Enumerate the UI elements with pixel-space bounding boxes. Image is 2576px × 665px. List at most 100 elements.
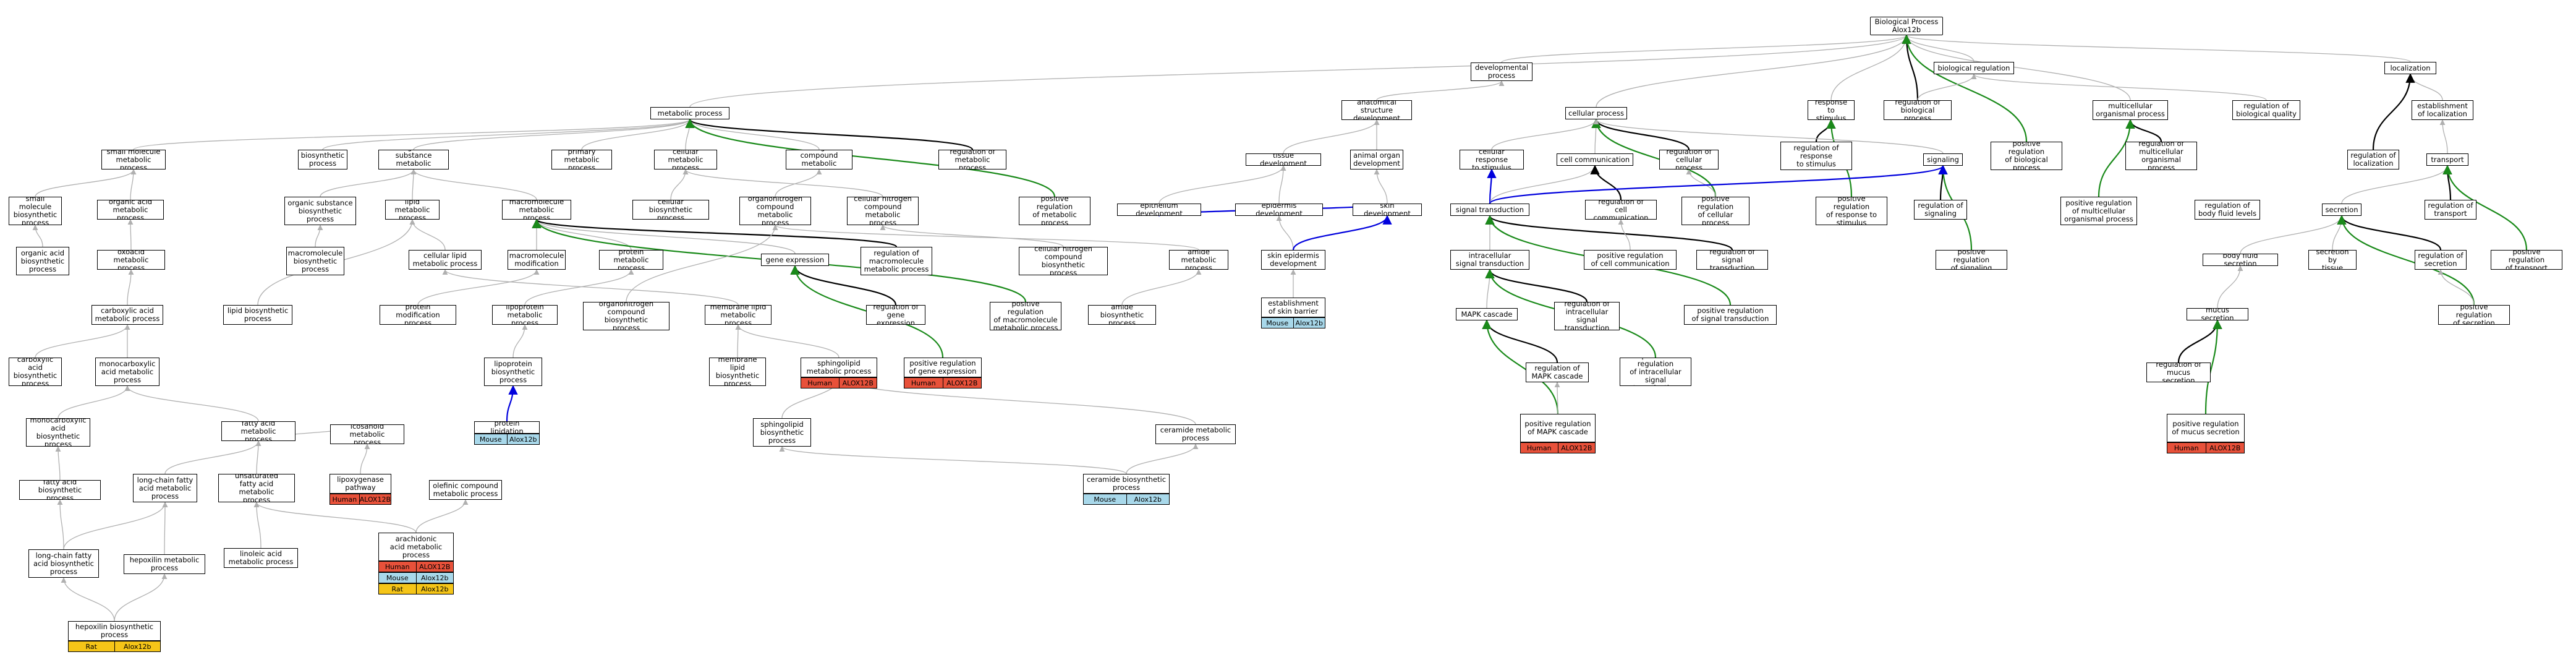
go-term-carbacidbio[interactable]: carboxylic acid biosynthetic process [9, 358, 62, 386]
go-term-regcellproc[interactable]: regulation of cellular process [1659, 150, 1719, 169]
go-term-orgsubst[interactable]: organic substance metabolic process [378, 150, 449, 169]
go-term-secbytissue[interactable]: secretion by tissue [2308, 250, 2357, 270]
go-term-lipoprotmet[interactable]: lipoprotein metabolic process [492, 305, 558, 325]
go-term-regmet[interactable]: regulation of metabolic process [938, 150, 1006, 169]
go-term-cellmet[interactable]: cellular metabolic process [654, 150, 717, 169]
go-term-tissuedev[interactable]: tissue development [1246, 153, 1321, 166]
go-term-regsigtrans[interactable]: regulation of signal transduction [1696, 250, 1768, 270]
go-term-lipidbio[interactable]: lipid biosynthetic process [223, 305, 292, 325]
go-term-signaling[interactable]: signaling [1923, 153, 1963, 166]
go-term-smallmolbio[interactable]: small molecule biosynthetic process [9, 197, 62, 225]
go-term-secretion[interactable]: secretion [2322, 204, 2361, 216]
go-term-regbodyfluid[interactable]: regulation of body fluid levels [2195, 200, 2260, 220]
go-term-posregtrans[interactable]: positive regulation of transport [2491, 250, 2562, 270]
go-term-cellnitrobio[interactable]: cellular nitrogen compound biosynthetic … [1019, 247, 1108, 275]
go-term-proteinmet[interactable]: protein metabolic process [599, 250, 663, 270]
go-term-bp[interactable]: Biological Process Alox12b [1870, 17, 1943, 35]
go-term-mucus[interactable]: mucus secretion [2187, 308, 2248, 320]
go-term-lipoxygenase[interactable]: lipoxygenase pathway [329, 474, 391, 494]
go-term-macromet[interactable]: macromolecule metabolic process [502, 200, 571, 220]
go-term-estskin[interactable]: establishment of skin barrier [1261, 298, 1325, 317]
go-term-mapk[interactable]: MAPK cascade [1456, 308, 1518, 320]
go-term-skindev[interactable]: skin development [1353, 204, 1422, 216]
go-term-arachidonic[interactable]: arachidonic acid metabolic process [378, 533, 454, 561]
go-term-orgacid[interactable]: organic acid metabolic process [97, 200, 164, 220]
go-term-regsignaling[interactable]: regulation of signaling [1914, 200, 1967, 220]
go-term-monocarbbio[interactable]: monocarboxylic acid biosynthetic process [26, 418, 90, 447]
go-term-posregcomm[interactable]: positive regulation of cell communicatio… [1584, 250, 1677, 270]
go-term-sigtrans[interactable]: signal transduction [1450, 204, 1529, 216]
go-term-posregsig[interactable]: positive regulation of signaling [1936, 250, 2007, 270]
go-term-posregmet[interactable]: positive regulation of metabolic process [1019, 197, 1090, 225]
go-term-amidemet[interactable]: amide metabolic process [1169, 250, 1228, 270]
go-term-estloc[interactable]: establishment of localization [2412, 100, 2473, 120]
go-term-lipoprotbio[interactable]: lipoprotein biosynthetic process [484, 358, 542, 386]
go-term-regge[interactable]: regulation of gene expression [866, 305, 925, 325]
go-term-hepoxilinbio[interactable]: hepoxilin biosynthetic process [68, 621, 161, 641]
go-term-carboxacid[interactable]: carboxylic acid metabolic process [91, 305, 163, 325]
go-term-animorgan[interactable]: animal organ development [1350, 150, 1403, 169]
go-term-regsecretion[interactable]: regulation of secretion [2415, 250, 2467, 270]
go-term-ceramidebio[interactable]: ceramide biosynthetic process [1083, 474, 1170, 494]
go-term-posregintra[interactable]: positive regulation of intracellular sig… [1620, 358, 1691, 386]
go-term-regmulti[interactable]: regulation of multicellular organismal p… [2125, 142, 2197, 170]
go-term-metproc[interactable]: metabolic process [650, 107, 729, 119]
go-term-fattyacidmet[interactable]: fatty acid metabolic process [221, 421, 295, 441]
go-term-posregresp[interactable]: positive regulation of response to stimu… [1816, 197, 1887, 225]
go-term-organonitro[interactable]: organonitrogen compound metabolic proces… [739, 197, 811, 225]
go-term-ceramidemet[interactable]: ceramide metabolic process [1155, 424, 1236, 444]
go-term-bodyfluid[interactable]: body fluid secretion [2203, 254, 2278, 266]
go-term-regmacro[interactable]: regulation of macromolecule metabolic pr… [861, 247, 932, 275]
go-term-cellcomm[interactable]: cell communication [1557, 153, 1633, 166]
go-term-fattyacidbio[interactable]: fatty acid biosynthetic process [19, 480, 101, 500]
go-term-regloc[interactable]: regulation of localization [2347, 150, 2399, 169]
go-term-epithdev[interactable]: epithelium development [1117, 204, 1201, 216]
go-term-bioreg[interactable]: biological regulation [1934, 62, 2014, 74]
go-term-posregbio[interactable]: positive regulation of biological proces… [1991, 142, 2062, 170]
go-term-lipidmet[interactable]: lipid metabolic process [385, 200, 440, 220]
go-term-regtransport[interactable]: regulation of transport [2425, 200, 2476, 220]
go-term-sphingobio[interactable]: sphingolipid biosynthetic process [753, 418, 811, 447]
go-term-unsatfatty[interactable]: unsaturated fatty acid metabolic process [218, 474, 295, 502]
go-term-oxoacid[interactable]: oxoacid metabolic process [97, 250, 165, 270]
go-term-skinepi[interactable]: skin epidermis development [1261, 250, 1325, 270]
go-term-eicosanoid[interactable]: icosanoid metabolic process [330, 424, 404, 444]
go-term-posregmucus[interactable]: positive regulation of mucus secretion [2167, 414, 2245, 442]
go-term-regbioqual[interactable]: regulation of biological quality [2232, 100, 2300, 120]
go-term-posregmulti[interactable]: positive regulation of multicellular org… [2060, 197, 2137, 225]
go-term-olefinic[interactable]: olefinic compound metabolic process [429, 480, 502, 500]
go-term-nitrogen[interactable]: nitrogen compound metabolic process [786, 150, 852, 169]
go-term-devproc[interactable]: developmental process [1471, 62, 1532, 81]
go-term-geneexpr[interactable]: gene expression [761, 254, 829, 266]
go-term-respstim[interactable]: response to stimulus [1808, 100, 1855, 120]
go-term-monocarbmet[interactable]: monocarboxylic acid metabolic process [95, 358, 159, 386]
go-term-intracell[interactable]: intracellular signal transduction [1450, 250, 1529, 270]
go-term-longchain[interactable]: long-chain fatty acid metabolic process [133, 474, 197, 502]
go-term-posregcell[interactable]: positive regulation of cellular process [1681, 197, 1749, 225]
go-term-orgsubbio[interactable]: organic substance biosynthetic process [284, 197, 356, 225]
go-term-anatstruct[interactable]: anatomical structure development [1341, 100, 1412, 120]
go-term-posregmapk[interactable]: positive regulation of MAPK cascade [1520, 414, 1596, 442]
go-term-smallmol[interactable]: small molecule metabolic process [101, 150, 166, 169]
go-term-posregmacro[interactable]: positive regulation of macromolecule met… [990, 302, 1061, 330]
go-term-regmucus[interactable]: regulation of mucus secretion [2146, 363, 2211, 382]
go-term-primmet[interactable]: primary metabolic process [551, 150, 612, 169]
go-term-memlipidmet[interactable]: membrane lipid metabolic process [705, 305, 772, 325]
go-term-longchainbio[interactable]: long-chain fatty acid biosynthetic proce… [28, 549, 99, 578]
go-term-sphingomet[interactable]: sphingolipid metabolic process [801, 358, 877, 377]
go-term-organonitrobio[interactable]: organonitrogen compound biosynthetic pro… [583, 302, 670, 330]
go-term-biosynth[interactable]: biosynthetic process [298, 150, 347, 169]
go-term-cellresp[interactable]: cellular response to stimulus [1460, 150, 1524, 169]
go-term-regbioproc[interactable]: regulation of biological process [1884, 100, 1952, 120]
go-term-cellbio[interactable]: cellular biosynthetic process [632, 200, 709, 220]
go-term-transport[interactable]: transport [2426, 153, 2468, 166]
go-term-regresp[interactable]: regulation of response to stimulus [1780, 142, 1852, 170]
go-term-amidebio[interactable]: amide biosynthetic process [1088, 305, 1156, 325]
go-term-regmapk[interactable]: regulation of MAPK cascade [1526, 363, 1589, 382]
go-term-celllipid[interactable]: cellular lipid metabolic process [409, 250, 482, 270]
go-term-linoleic[interactable]: linoleic acid metabolic process [224, 548, 298, 568]
go-term-memlipidbio[interactable]: membrane lipid biosynthetic process [709, 358, 766, 386]
go-term-cellproc[interactable]: cellular process [1565, 107, 1627, 119]
go-term-posregge[interactable]: positive regulation of gene expression [904, 358, 982, 377]
go-term-posregsec[interactable]: positive regulation of secretion [2438, 305, 2510, 325]
